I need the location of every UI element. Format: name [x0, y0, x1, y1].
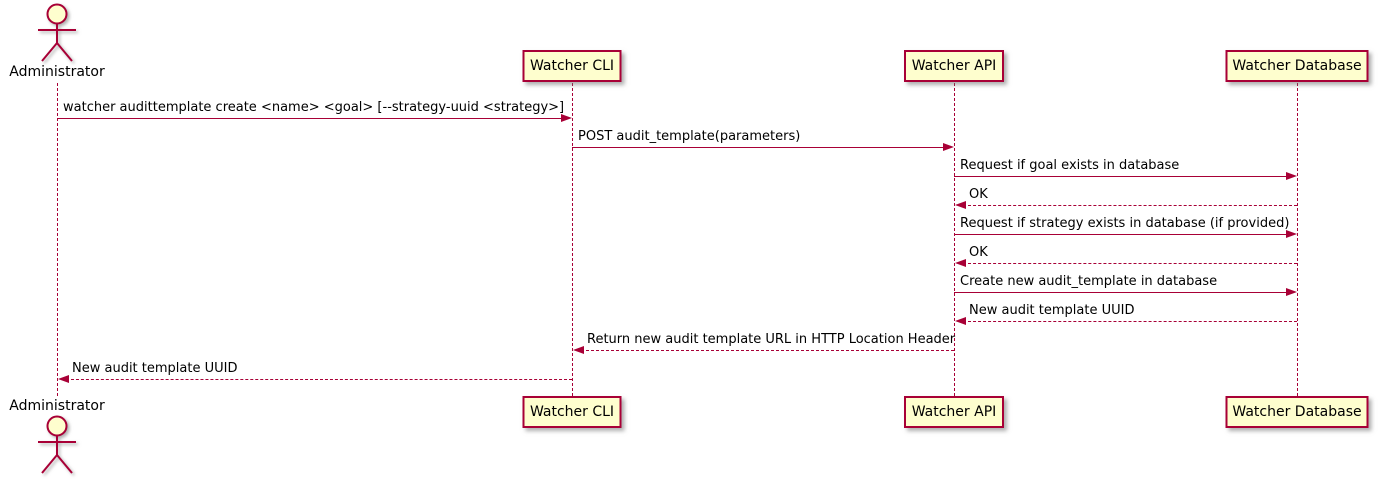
- actor-label-bottom: Administrator: [9, 398, 105, 414]
- message-arrow-line: [572, 147, 945, 148]
- message-arrow-head: [955, 201, 966, 209]
- message-label: POST audit_template(parameters): [578, 129, 801, 144]
- participant-api-top: Watcher API: [904, 50, 1004, 82]
- participant-label: Watcher CLI: [529, 404, 615, 420]
- message-arrow-head: [1286, 288, 1297, 296]
- participant-db-bottom: Watcher Database: [1225, 396, 1369, 428]
- lifeline-api: [954, 83, 955, 396]
- message-arrow-line: [963, 205, 1297, 206]
- participant-label: Watcher CLI: [529, 58, 615, 74]
- message-arrow-head: [561, 114, 572, 122]
- message-label: Create new audit_template in database: [960, 274, 1218, 289]
- message-arrow-line: [66, 379, 572, 380]
- message-label: watcher audittemplate create <name> <goa…: [63, 100, 565, 115]
- message-arrow-line: [954, 292, 1288, 293]
- message-arrow-head: [955, 259, 966, 267]
- message-arrow-line: [954, 176, 1288, 177]
- message-label: OK: [969, 187, 988, 202]
- participant-api-bottom: Watcher API: [904, 396, 1004, 428]
- participant-cli-top: Watcher CLI: [522, 50, 622, 82]
- message-arrow-line: [581, 350, 954, 351]
- lifeline-cli: [572, 83, 573, 396]
- participant-label: Watcher Database: [1232, 404, 1362, 420]
- message-arrow-line: [963, 263, 1297, 264]
- message-arrow-head: [573, 346, 584, 354]
- participant-cli-bottom: Watcher CLI: [522, 396, 622, 428]
- message-label: OK: [969, 245, 988, 260]
- lifeline-db: [1297, 83, 1298, 396]
- message-arrow-head: [1286, 230, 1297, 238]
- message-arrow-head: [943, 143, 954, 151]
- message-arrow-line: [963, 321, 1297, 322]
- message-label: Request if goal exists in database: [960, 158, 1180, 173]
- participant-label: Watcher Database: [1232, 58, 1362, 74]
- actor-icon-bottom: [38, 415, 76, 474]
- message-arrow-line: [57, 118, 563, 119]
- message-arrow-head: [1286, 172, 1297, 180]
- message-label: Request if strategy exists in database (…: [960, 216, 1290, 231]
- participant-label: Watcher API: [911, 58, 997, 74]
- message-label: New audit template UUID: [72, 361, 238, 376]
- lifeline-admin: [57, 83, 58, 396]
- message-arrow-line: [954, 234, 1288, 235]
- actor-label-top: Administrator: [9, 64, 105, 80]
- actor-icon-top: [38, 3, 76, 62]
- message-arrow-head: [955, 317, 966, 325]
- message-arrow-head: [58, 375, 69, 383]
- message-label: New audit template UUID: [969, 303, 1135, 318]
- participant-label: Watcher API: [911, 404, 997, 420]
- participant-db-top: Watcher Database: [1225, 50, 1369, 82]
- message-label: Return new audit template URL in HTTP Lo…: [587, 332, 956, 347]
